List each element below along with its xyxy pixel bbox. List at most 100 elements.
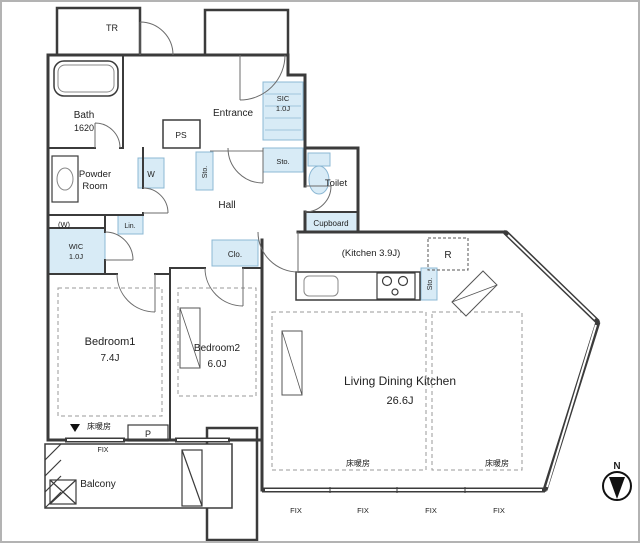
sic-shelves <box>265 93 301 131</box>
label-fix-3: FIX <box>425 506 437 515</box>
label-bedroom1: Bedroom1 <box>85 336 136 348</box>
trunk-room-block <box>55 6 142 57</box>
direction-triangle-icon <box>70 424 80 432</box>
balcony-outline <box>44 443 233 509</box>
label-powder-2: Room <box>82 181 107 192</box>
label-fix-4: FIX <box>493 506 505 515</box>
pipe-box <box>127 424 169 442</box>
kitchen-sink <box>303 275 339 297</box>
label-wic-size: 1.0J <box>69 252 83 261</box>
label-kitchen: (Kitchen 3.9J) <box>342 248 401 259</box>
window-gap <box>67 234 597 491</box>
label-pipe-shaft: PS <box>175 130 187 140</box>
heating-ldk-left <box>271 311 427 471</box>
label-bedroom2: Bedroom2 <box>194 343 241 354</box>
burner-3 <box>391 288 399 296</box>
label-ldk-size: 26.6J <box>387 395 414 407</box>
column-symbols <box>179 270 498 396</box>
storage-entrance <box>262 147 304 173</box>
balcony-partition-hatch <box>44 443 62 509</box>
wic-door <box>104 231 134 261</box>
powder-room-door <box>142 187 169 214</box>
evacuation-hatch <box>49 479 77 505</box>
vanity-sink <box>56 167 74 191</box>
balcony-divider <box>181 449 203 507</box>
label-storage-hall: Sto. <box>202 166 209 179</box>
label-floor-heating-bedroom1: 床暖房 <box>87 421 111 431</box>
walk-in-closet <box>47 227 106 275</box>
storage-hall <box>195 151 214 191</box>
pipe-shaft <box>162 119 201 149</box>
label-linen: Lin. <box>124 223 135 230</box>
label-cupboard: Cupboard <box>313 219 348 228</box>
window-mullions <box>329 487 466 493</box>
labels: TR Bath 1620 Entrance SIC 1.0J Sto. PS P… <box>58 23 621 515</box>
label-storage-kitchen: Sto. <box>427 278 434 291</box>
label-pipe: P <box>145 429 151 439</box>
label-washer: W <box>147 170 155 179</box>
label-balcony: Balcony <box>80 479 116 490</box>
bedroom1-door <box>116 273 156 313</box>
bedroom2-door <box>204 267 244 307</box>
column-ldk-angled-diagonal <box>451 284 498 303</box>
bathtub <box>53 60 119 97</box>
compass <box>602 471 632 501</box>
label-floor-heating-ldk-right: 床暖房 <box>485 458 509 468</box>
label-wic: WIC <box>69 242 84 251</box>
label-bath-size: 1620 <box>74 123 94 133</box>
compass-arrow-icon <box>609 477 625 499</box>
door-arcs <box>94 21 332 313</box>
label-closet: Clo. <box>228 250 242 259</box>
balcony <box>44 424 233 509</box>
entrance-block <box>203 8 290 57</box>
vanity-counter <box>51 155 79 203</box>
label-sic-size: 1.0J <box>276 104 290 113</box>
label-bedroom1-size: 7.4J <box>101 353 120 364</box>
label-north: N <box>613 461 620 472</box>
label-entrance: Entrance <box>213 108 253 119</box>
label-hall: Hall <box>218 200 235 211</box>
toilet-bowl <box>308 165 330 195</box>
toilet-tank <box>307 152 331 167</box>
counter <box>295 271 421 301</box>
bath-fixtures <box>51 60 119 203</box>
closet <box>211 239 259 267</box>
kitchen-counter <box>295 237 469 301</box>
column-ldk-diagonal <box>281 330 303 396</box>
heating-ldk-right <box>431 311 523 471</box>
label-fix-bedroom1: FIX <box>98 447 109 454</box>
windows <box>65 230 601 493</box>
ldk-door <box>257 231 299 273</box>
refrigerator-space <box>427 237 469 271</box>
balcony-divider-diagonal <box>181 449 203 507</box>
label-trunk-room: TR <box>106 23 118 33</box>
label-refrigerator: R <box>444 250 451 261</box>
hall-door <box>227 147 264 184</box>
label-floor-heating-ldk-left: 床暖房 <box>346 458 370 468</box>
bathtub-inner <box>57 64 115 93</box>
inner-walls <box>47 54 359 441</box>
label-fix-2: FIX <box>357 506 369 515</box>
burner-2 <box>397 275 409 287</box>
evacuation-hatch-cross <box>49 479 77 505</box>
column-bedroom2-diagonal <box>179 307 201 369</box>
storage-kitchen <box>420 267 438 301</box>
label-sic: SIC <box>277 94 290 103</box>
label-bath: Bath <box>74 110 95 121</box>
label-fix-1: FIX <box>290 506 302 515</box>
entrance-door <box>239 54 286 101</box>
label-storage-entrance: Sto. <box>276 157 289 166</box>
stove <box>376 272 416 300</box>
burner-1 <box>381 275 393 287</box>
trunk-room-door <box>139 21 174 56</box>
heating-bedroom1 <box>57 287 163 417</box>
heating-bedroom2 <box>177 287 257 397</box>
toilet-door <box>304 185 332 213</box>
label-ldk: Living Dining Kitchen <box>344 374 456 388</box>
label-toilet: Toilet <box>325 178 348 189</box>
label-bedroom2-size: 6.0J <box>208 359 227 370</box>
label-washer-paren: (W) <box>58 220 71 229</box>
bath-door <box>94 122 121 149</box>
